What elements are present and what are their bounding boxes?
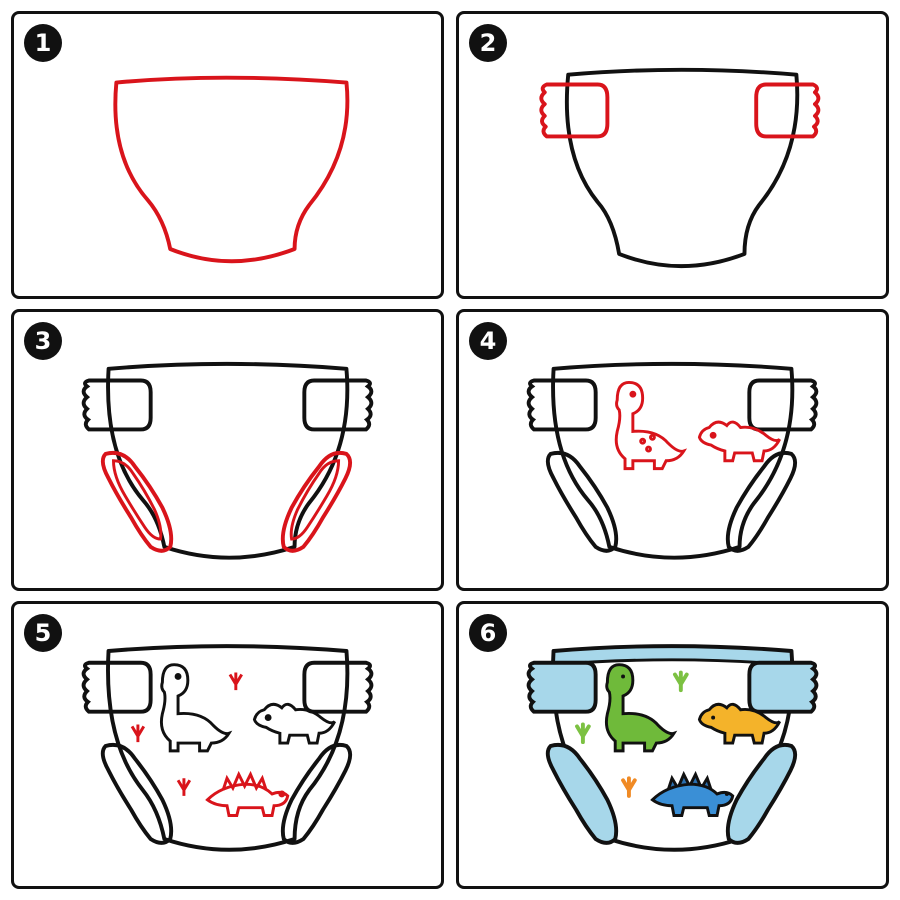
triceratops-dinosaur xyxy=(252,702,337,745)
left-leg-ruffle xyxy=(100,742,174,845)
step-panel-1: 1 xyxy=(11,11,444,299)
right-fastening-tab xyxy=(754,82,821,139)
right-fastening-tab xyxy=(747,378,819,432)
left-fastening-tab xyxy=(81,660,153,714)
diaper-body-outline xyxy=(564,67,800,269)
left-leg-ruffle xyxy=(545,450,619,553)
diaper-body-outline xyxy=(113,75,350,264)
right-fastening-tab xyxy=(302,378,374,432)
diaper-base-outline-drawing xyxy=(113,75,350,264)
left-leg-ruffle-inner xyxy=(112,459,163,541)
diaper-body-outline xyxy=(551,361,795,560)
long-neck-dinosaur xyxy=(604,663,678,753)
left-leg-ruffle xyxy=(545,742,619,845)
long-neck-dinosaur xyxy=(614,380,688,471)
step-panel-2: 2 xyxy=(456,11,889,299)
stegosaurus-dinosaur xyxy=(650,770,735,817)
step-number-badge: 2 xyxy=(469,24,507,62)
diaper-with-dinosaurs-drawing xyxy=(526,361,819,560)
long-neck-dinosaur xyxy=(159,663,233,753)
left-fastening-tab xyxy=(539,82,610,139)
step-panel-4: 4 xyxy=(456,309,889,591)
step-panel-3: 3 xyxy=(11,309,444,591)
footprints xyxy=(575,670,689,798)
triceratops-dinosaur xyxy=(697,702,782,745)
diaper-body-outline xyxy=(106,644,350,852)
step-number-badge: 6 xyxy=(469,614,507,652)
right-leg-ruffle-inner xyxy=(289,459,341,541)
stegosaurus-dinosaur xyxy=(205,770,290,817)
step-panel-5: 5 xyxy=(11,601,444,889)
right-leg-ruffle xyxy=(725,742,798,845)
step-number-badge: 1 xyxy=(24,24,62,62)
diaper-with-leg-ruffles-drawing xyxy=(81,361,374,560)
diaper-with-tabs-drawing xyxy=(539,67,821,269)
left-fastening-tab xyxy=(526,660,598,714)
step-number-badge: 4 xyxy=(469,322,507,360)
left-fastening-tab xyxy=(526,378,598,432)
left-leg-ruffle xyxy=(100,450,174,553)
colored-diaper-drawing xyxy=(526,644,819,852)
left-fastening-tab xyxy=(81,378,153,432)
diaper-with-details-drawing xyxy=(81,644,374,852)
step-number-badge: 3 xyxy=(24,322,62,360)
step-panel-6: 6 xyxy=(456,601,889,889)
right-leg-ruffle xyxy=(725,450,798,553)
footprints xyxy=(130,672,243,796)
triceratops-dinosaur xyxy=(697,420,781,463)
right-fastening-tab xyxy=(747,660,819,714)
right-leg-ruffle xyxy=(280,450,353,553)
right-leg-ruffle xyxy=(280,742,353,845)
step-number-badge: 5 xyxy=(24,614,62,652)
right-fastening-tab xyxy=(302,660,374,714)
